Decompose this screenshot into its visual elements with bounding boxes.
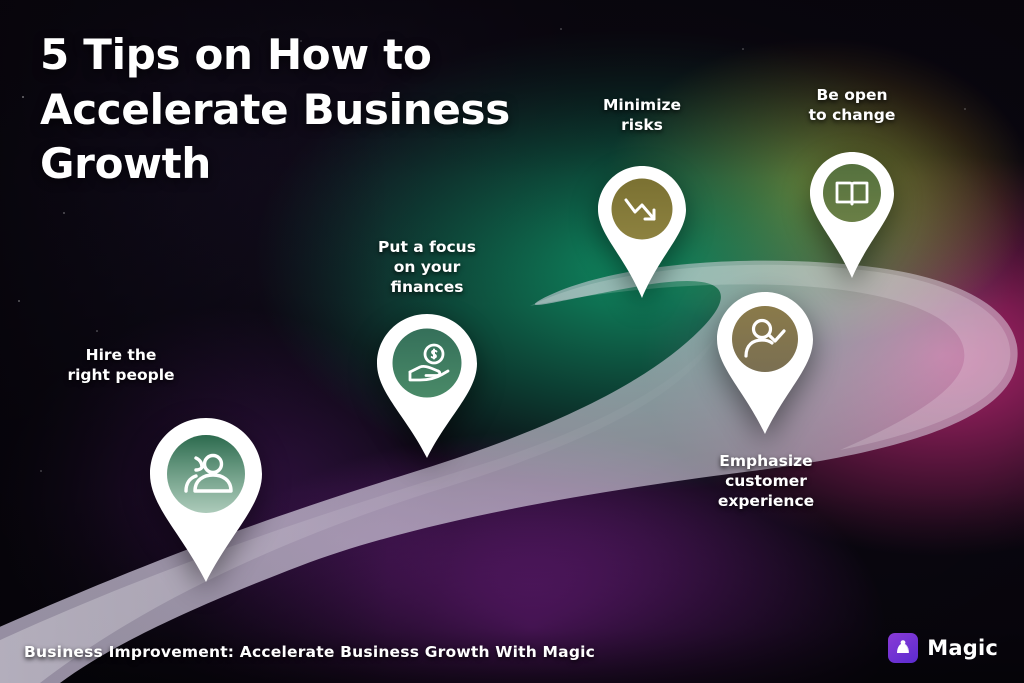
pin-marker-shape [594, 162, 690, 306]
tip-label-4: Be open to change [808, 86, 896, 124]
tip-pin-5[interactable]: Emphasize customer experience [712, 288, 818, 510]
hand-coin-icon [408, 343, 450, 382]
open-book-icon [835, 181, 869, 206]
pin-marker-shape [372, 310, 482, 466]
pin-marker-shape [712, 288, 818, 442]
magic-logo-icon [888, 633, 919, 663]
brand-name: Magic [927, 636, 998, 660]
tip-pin-1[interactable]: Hire the right people [67, 346, 268, 590]
tip-pin-3[interactable]: Minimize risks [594, 96, 690, 306]
pin-marker-shape [144, 414, 268, 590]
pin-marker-shape [806, 148, 898, 286]
page-title: 5 Tips on How to Accelerate Business Gro… [40, 30, 510, 189]
people-group-icon [184, 453, 233, 493]
tip-pin-2[interactable]: Put a focus on your finances [372, 238, 482, 466]
user-check-icon [744, 318, 786, 358]
tip-label-1: Hire the right people [67, 346, 175, 384]
footer-caption: Business Improvement: Accelerate Busines… [24, 643, 596, 661]
tip-label-3: Minimize risks [602, 96, 682, 134]
tip-label-2: Put a focus on your finances [378, 238, 476, 296]
downward-trend-arrow-icon [624, 198, 656, 221]
brand-lockup[interactable]: Magic [888, 633, 998, 663]
tip-pin-4[interactable]: Be open to change [806, 86, 898, 286]
tip-label-5: Emphasize customer experience [717, 452, 815, 510]
